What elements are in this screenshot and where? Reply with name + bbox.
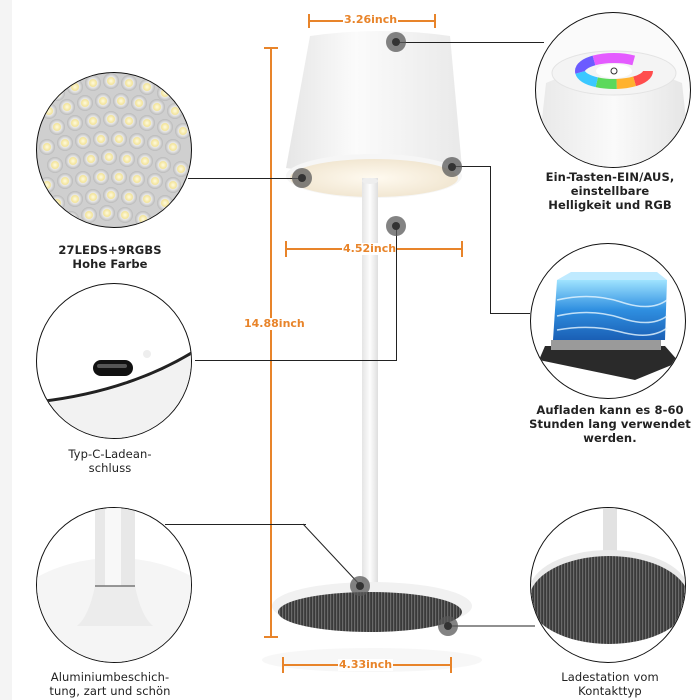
dim-height-tick-top	[264, 47, 278, 49]
aluminium-detail-circle	[36, 507, 192, 663]
caption-aluminium: Aluminiumbeschich- tung, zart und schön	[20, 670, 200, 698]
caption-leds: 27LEDS+9RGBS Hohe Farbe	[30, 243, 190, 271]
aluminium-base-icon	[37, 508, 191, 662]
dim-base-tick-left	[282, 657, 284, 673]
led-detail-circle	[36, 72, 192, 228]
leader-battery-b	[490, 166, 491, 314]
caption-aluminium-line2: tung, zart und schön	[49, 684, 171, 698]
caption-aluminium-line1: Aluminiumbeschich-	[50, 670, 170, 684]
caption-charging-line2: Kontakttyp	[578, 684, 642, 698]
caption-usb-line1: Typ-C-Ladean-	[68, 447, 152, 461]
marker-touch	[386, 32, 406, 52]
touch-detail-circle	[535, 12, 691, 168]
caption-battery-line3: werden.	[583, 431, 637, 445]
dim-height-line	[270, 47, 272, 637]
battery-icon	[539, 272, 679, 380]
caption-charging-line1: Ladestation vom	[561, 670, 659, 684]
caption-usb-line2: schluss	[88, 461, 132, 475]
rgb-touch-button-icon	[536, 50, 690, 167]
battery-detail-circle	[530, 243, 686, 399]
marker-battery	[442, 157, 462, 177]
caption-touch-line3: Helligkeit und RGB	[548, 198, 672, 212]
caption-touch-line1: Ein-Tasten-EIN/AUS,	[545, 170, 675, 184]
leader-leds	[188, 178, 300, 179]
marker-usb	[386, 216, 406, 236]
leader-battery-c	[490, 313, 530, 314]
usb-c-port-icon	[37, 350, 191, 438]
dim-mid-tick-right	[461, 241, 463, 257]
caption-touch: Ein-Tasten-EIN/AUS, einstellbare Helligk…	[520, 170, 700, 212]
caption-leds-line2: Hohe Farbe	[72, 257, 148, 271]
dim-height: 14.88inch	[243, 317, 306, 330]
dim-height-tick-bottom	[264, 636, 278, 638]
caption-usb: Typ-C-Ladean- schluss	[30, 447, 190, 475]
charging-detail-circle	[530, 507, 686, 663]
dim-base: 4.33inch	[338, 658, 394, 671]
leader-usb-a	[396, 228, 397, 360]
dim-shade-bottom: 4.52inch	[342, 242, 398, 255]
led-array-icon	[39, 73, 191, 227]
leader-touch	[396, 42, 544, 43]
charging-pad-icon	[531, 508, 685, 644]
left-margin-strip	[0, 0, 12, 700]
leader-aluminium-b	[305, 524, 306, 525]
leader-battery-a	[452, 166, 490, 167]
marker-charging	[438, 616, 458, 636]
caption-touch-line2: einstellbare	[570, 184, 650, 198]
dim-mid-tick-left	[285, 241, 287, 257]
leader-aluminium-a	[165, 524, 305, 525]
marker-leds	[292, 168, 312, 188]
caption-charging: Ladestation vom Kontakttyp	[520, 670, 700, 698]
leader-usb-b	[195, 360, 397, 361]
dim-top-tick-right	[434, 14, 436, 28]
dim-base-tick-right	[450, 657, 452, 673]
caption-battery-line1: Aufladen kann es 8-60	[536, 403, 684, 417]
caption-battery-line2: Stunden lang verwendet	[529, 417, 691, 431]
dim-shade-top: 3.26inch	[343, 13, 399, 26]
marker-aluminium	[350, 576, 370, 596]
usb-detail-circle	[36, 283, 192, 439]
caption-leds-line1: 27LEDS+9RGBS	[58, 243, 162, 257]
dim-top-tick-left	[308, 14, 310, 28]
caption-battery: Aufladen kann es 8-60 Stunden lang verwe…	[520, 403, 700, 445]
